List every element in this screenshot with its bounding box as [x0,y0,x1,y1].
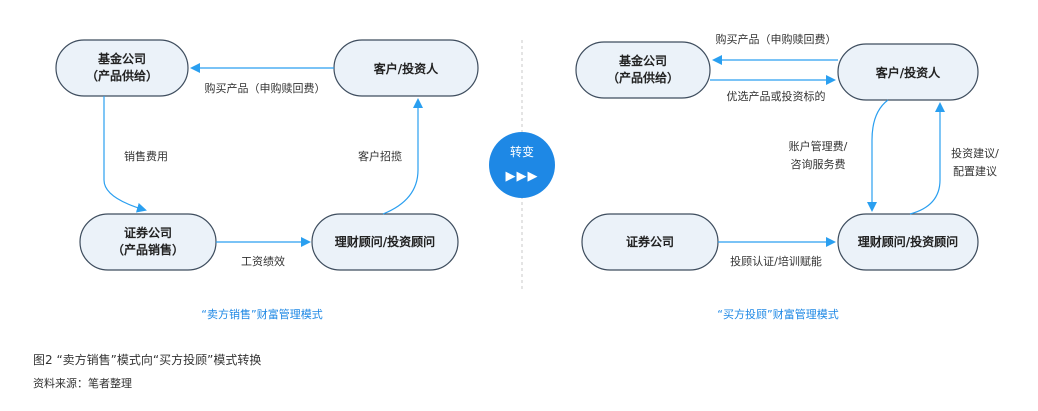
right-edge-advice-line1: 投资建议/ [951,146,999,160]
transition-arrows-icon: ▶▶▶ [506,169,539,184]
left-customer-label: 客户/投资人 [373,61,439,76]
left-arrow-advisor-to-customer [382,98,423,215]
right-panel: 基金公司 （产品供给） 客户/投资人 证券公司 理财顾问/投资顾问 购买产品（申… [575,32,999,321]
left-edge-customer-solicit: 客户招揽 [358,149,402,163]
right-fund-line2: （产品供给） [607,70,679,85]
right-node-fund-company[interactable]: 基金公司 （产品供给） [575,41,711,99]
figure-caption: 图2 “卖方销售”模式向“买方投顾”模式转换 [33,353,262,367]
right-edge-buy-products: 购买产品（申购赎回费） [716,32,837,46]
right-edge-certification: 投顾认证/培训赋能 [730,254,822,268]
right-securities-label: 证券公司 [626,234,674,249]
source-note: 资料来源：笔者整理 [33,377,132,390]
wealth-model-diagram: 基金公司 （产品供给） 客户/投资人 证券公司 （产品销售） 理财顾问/投资顾问… [55,32,999,321]
left-node-securities-company[interactable]: 证券公司 （产品销售） [79,213,217,271]
left-node-fund-company[interactable]: 基金公司 （产品供给） [55,39,189,97]
left-node-advisor[interactable]: 理财顾问/投资顾问 [311,213,459,271]
right-arrow-customer-to-advisor [867,99,889,212]
right-fund-line1: 基金公司 [618,53,667,68]
left-edge-buy-products: 购买产品（申购赎回费） [205,81,326,95]
right-node-customer[interactable]: 客户/投资人 [837,43,979,101]
right-edge-advice-line2: 配置建议 [953,164,997,178]
right-arrow-advisor-to-customer [909,102,945,215]
transition-label: 转变 [510,144,534,159]
right-panel-title: “买方投顾”财富管理模式 [717,307,838,321]
left-securities-line1: 证券公司 [124,225,172,240]
left-securities-line2: （产品销售） [112,242,184,257]
left-arrow-fund-to-securities [103,96,147,213]
left-advisor-label: 理财顾问/投资顾问 [335,234,435,249]
left-panel: 基金公司 （产品供给） 客户/投资人 证券公司 （产品销售） 理财顾问/投资顾问… [55,39,479,321]
left-panel-title: “卖方销售”财富管理模式 [201,307,322,321]
left-fund-line1: 基金公司 [97,51,146,66]
right-node-advisor[interactable]: 理财顾问/投资顾问 [837,213,979,271]
right-edge-select-products: 优选产品或投资标的 [727,89,826,103]
left-fund-line2: （产品供给） [86,68,158,83]
left-node-customer[interactable]: 客户/投资人 [333,39,479,97]
right-edge-fee-line1: 账户管理费/ [789,139,848,153]
right-edge-fee-line2: 咨询服务费 [791,157,846,171]
transition-badge: 转变 ▶▶▶ [489,132,555,198]
left-edge-sales-fee: 销售费用 [124,149,168,163]
left-edge-salary: 工资绩效 [241,254,285,268]
right-advisor-label: 理财顾问/投资顾问 [858,234,958,249]
right-customer-label: 客户/投资人 [875,65,941,80]
right-node-securities-company[interactable]: 证券公司 [581,213,719,271]
